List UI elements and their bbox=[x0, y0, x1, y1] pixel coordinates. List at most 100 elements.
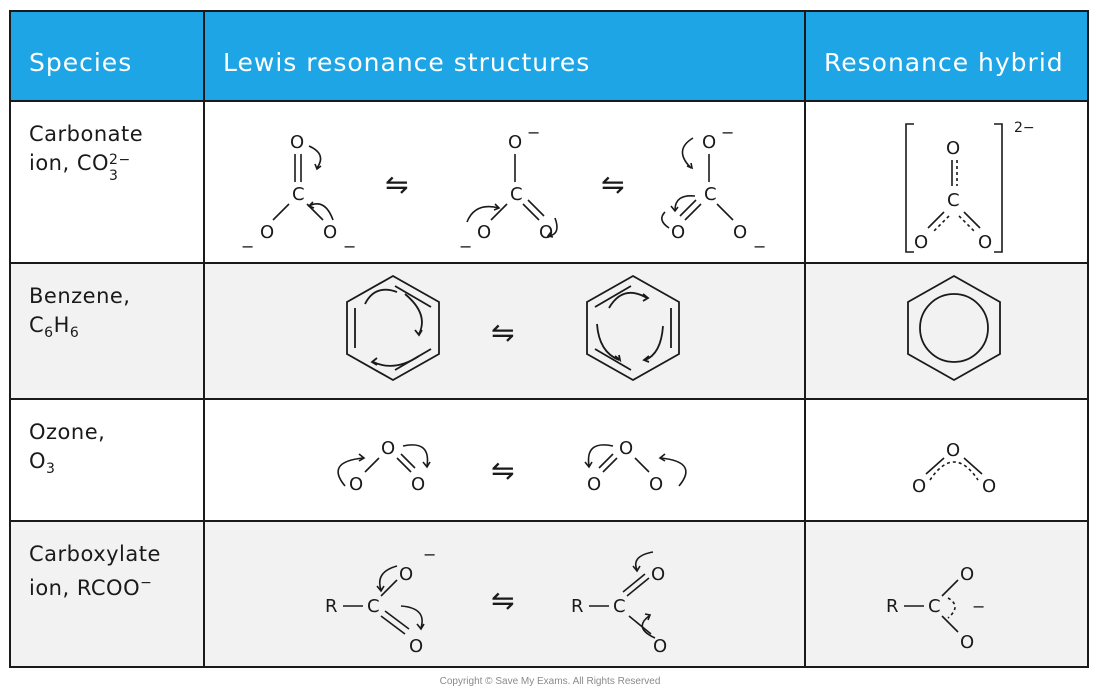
equilibrium-arrow: ⇋ bbox=[491, 316, 514, 349]
hybrid-carboxylate-cell: R C O O − bbox=[806, 522, 1087, 666]
atom-c: C bbox=[613, 596, 626, 617]
resonance-table: Species Lewis resonance structures Reson… bbox=[9, 10, 1089, 668]
atom-o: O bbox=[651, 564, 665, 585]
species-line1: Ozone, bbox=[29, 420, 106, 444]
table-header: Species Lewis resonance structures Reson… bbox=[11, 12, 1087, 100]
atom-o: O bbox=[323, 222, 337, 243]
hybrid-carbonate-diagram: 2− O C O O bbox=[905, 120, 1035, 253]
equilibrium-arrow: ⇋ bbox=[601, 168, 624, 201]
formula-part: O bbox=[29, 449, 47, 473]
lewis-ozone-cell: O O O ⇋ O O O bbox=[205, 400, 806, 520]
atom-o: O bbox=[619, 438, 633, 459]
species-carboxylate: Carboxylate ion, RCOO− bbox=[29, 540, 161, 603]
atom-c: C bbox=[367, 596, 380, 617]
atom-o: O bbox=[946, 138, 960, 159]
hybrid-ozone-diagram: O O O bbox=[912, 440, 996, 497]
formula-part: ion, RCOO bbox=[29, 576, 141, 600]
atom-o: O bbox=[649, 474, 663, 495]
hybrid-benzene-cell bbox=[806, 264, 1087, 398]
hybrid-carboxylate-diagram: R C O O − bbox=[886, 564, 985, 653]
benzene-kekule-1 bbox=[346, 274, 440, 382]
charge-minus: − bbox=[527, 123, 540, 142]
charge-minus: − bbox=[343, 237, 356, 256]
atom-c: C bbox=[947, 190, 960, 211]
charge-minus: − bbox=[423, 545, 436, 564]
row-benzene: Benzene, C6H6 ⇋ bbox=[11, 262, 1087, 398]
atom-o: O bbox=[671, 222, 685, 243]
ozone-structure-2: O O O bbox=[584, 438, 687, 495]
formula-subscript: 6 bbox=[69, 325, 80, 342]
ozone-structure-1: O O O bbox=[337, 438, 431, 495]
atom-o: O bbox=[733, 222, 747, 243]
atom-o: O bbox=[702, 132, 716, 153]
lewis-benzene-diagram: ⇋ bbox=[346, 274, 680, 382]
atom-o: O bbox=[914, 232, 928, 253]
atom-c: C bbox=[704, 184, 717, 205]
formula-charge: − bbox=[140, 575, 153, 591]
atom-c: C bbox=[928, 596, 941, 617]
atom-o: O bbox=[381, 438, 395, 459]
lewis-carboxylate-cell: R C O − O ⇋ R C bbox=[205, 522, 806, 666]
copyright-notice: Copyright © Save My Exams. All Rights Re… bbox=[439, 676, 661, 687]
species-benzene: Benzene, C6H6 bbox=[29, 282, 130, 348]
carbonate-structure-2: O − C O O − bbox=[459, 123, 558, 256]
species-line2: O3 bbox=[29, 447, 105, 484]
formula-subscript: 3 bbox=[46, 461, 56, 478]
atom-o: O bbox=[978, 232, 992, 253]
atom-o: O bbox=[982, 476, 996, 497]
atom-o: O bbox=[912, 476, 926, 497]
formula-charge: 2− bbox=[109, 152, 131, 168]
formula-part: C bbox=[29, 313, 45, 337]
formula-subscript: 3 bbox=[109, 168, 119, 184]
formula-prefix: ion, CO bbox=[29, 151, 110, 175]
atom-c: C bbox=[292, 184, 305, 205]
carboxylate-structure-1: R C O − O bbox=[325, 545, 436, 657]
atom-o: O bbox=[539, 222, 553, 243]
equilibrium-arrow: ⇋ bbox=[491, 584, 514, 617]
atom-o: O bbox=[508, 132, 522, 153]
species-ozone: Ozone, O3 bbox=[29, 418, 105, 484]
formula-subscript: 6 bbox=[44, 325, 54, 342]
species-line2: C6H6 bbox=[29, 311, 130, 348]
equilibrium-arrow: ⇋ bbox=[491, 454, 514, 487]
charge-minus: − bbox=[721, 123, 734, 142]
atom-r: R bbox=[325, 596, 338, 617]
atom-o: O bbox=[260, 222, 274, 243]
atom-o: O bbox=[399, 564, 413, 585]
header-hybrid-cell: Resonance hybrid bbox=[806, 12, 1087, 100]
atom-o: O bbox=[960, 564, 974, 585]
species-cell: Benzene, C6H6 bbox=[11, 264, 205, 398]
lewis-carbonate-cell: O C O O − − ⇋ O − C bbox=[205, 102, 806, 262]
hybrid-carbonate-cell: 2− O C O O bbox=[806, 102, 1087, 262]
atom-o: O bbox=[477, 222, 491, 243]
formula-part: H bbox=[53, 313, 70, 337]
species-line1: Benzene, bbox=[29, 284, 131, 308]
charge-minus: − bbox=[972, 597, 985, 616]
atom-o: O bbox=[946, 440, 960, 461]
atom-c: C bbox=[510, 184, 523, 205]
species-line2: ion, RCOO− bbox=[29, 569, 161, 603]
atom-r: R bbox=[886, 596, 899, 617]
atom-o: O bbox=[960, 632, 974, 653]
header-hybrid: Resonance hybrid bbox=[824, 48, 1064, 77]
row-carboxylate: Carboxylate ion, RCOO− R C O − O ⇋ bbox=[11, 520, 1087, 666]
lewis-ozone-diagram: O O O ⇋ O O O bbox=[337, 438, 687, 495]
bracket-charge: 2− bbox=[1014, 120, 1035, 136]
header-lewis: Lewis resonance structures bbox=[223, 48, 591, 77]
lewis-carboxylate-diagram: R C O − O ⇋ R C bbox=[325, 545, 682, 666]
charge-minus: − bbox=[753, 237, 766, 256]
lewis-carbonate-diagram: O C O O − − ⇋ O − C bbox=[241, 123, 766, 256]
species-cell: Ozone, O3 bbox=[11, 400, 205, 520]
carbonate-structure-1: O C O O − − bbox=[241, 132, 356, 256]
atom-o: O bbox=[349, 474, 363, 495]
hybrid-ozone-cell: O O O bbox=[806, 400, 1087, 520]
atom-o: O bbox=[409, 636, 423, 657]
header-lewis-cell: Lewis resonance structures bbox=[205, 12, 806, 100]
species-line1: Carboxylate bbox=[29, 542, 161, 566]
charge-minus: − bbox=[669, 657, 682, 666]
lewis-benzene-cell: ⇋ bbox=[205, 264, 806, 398]
